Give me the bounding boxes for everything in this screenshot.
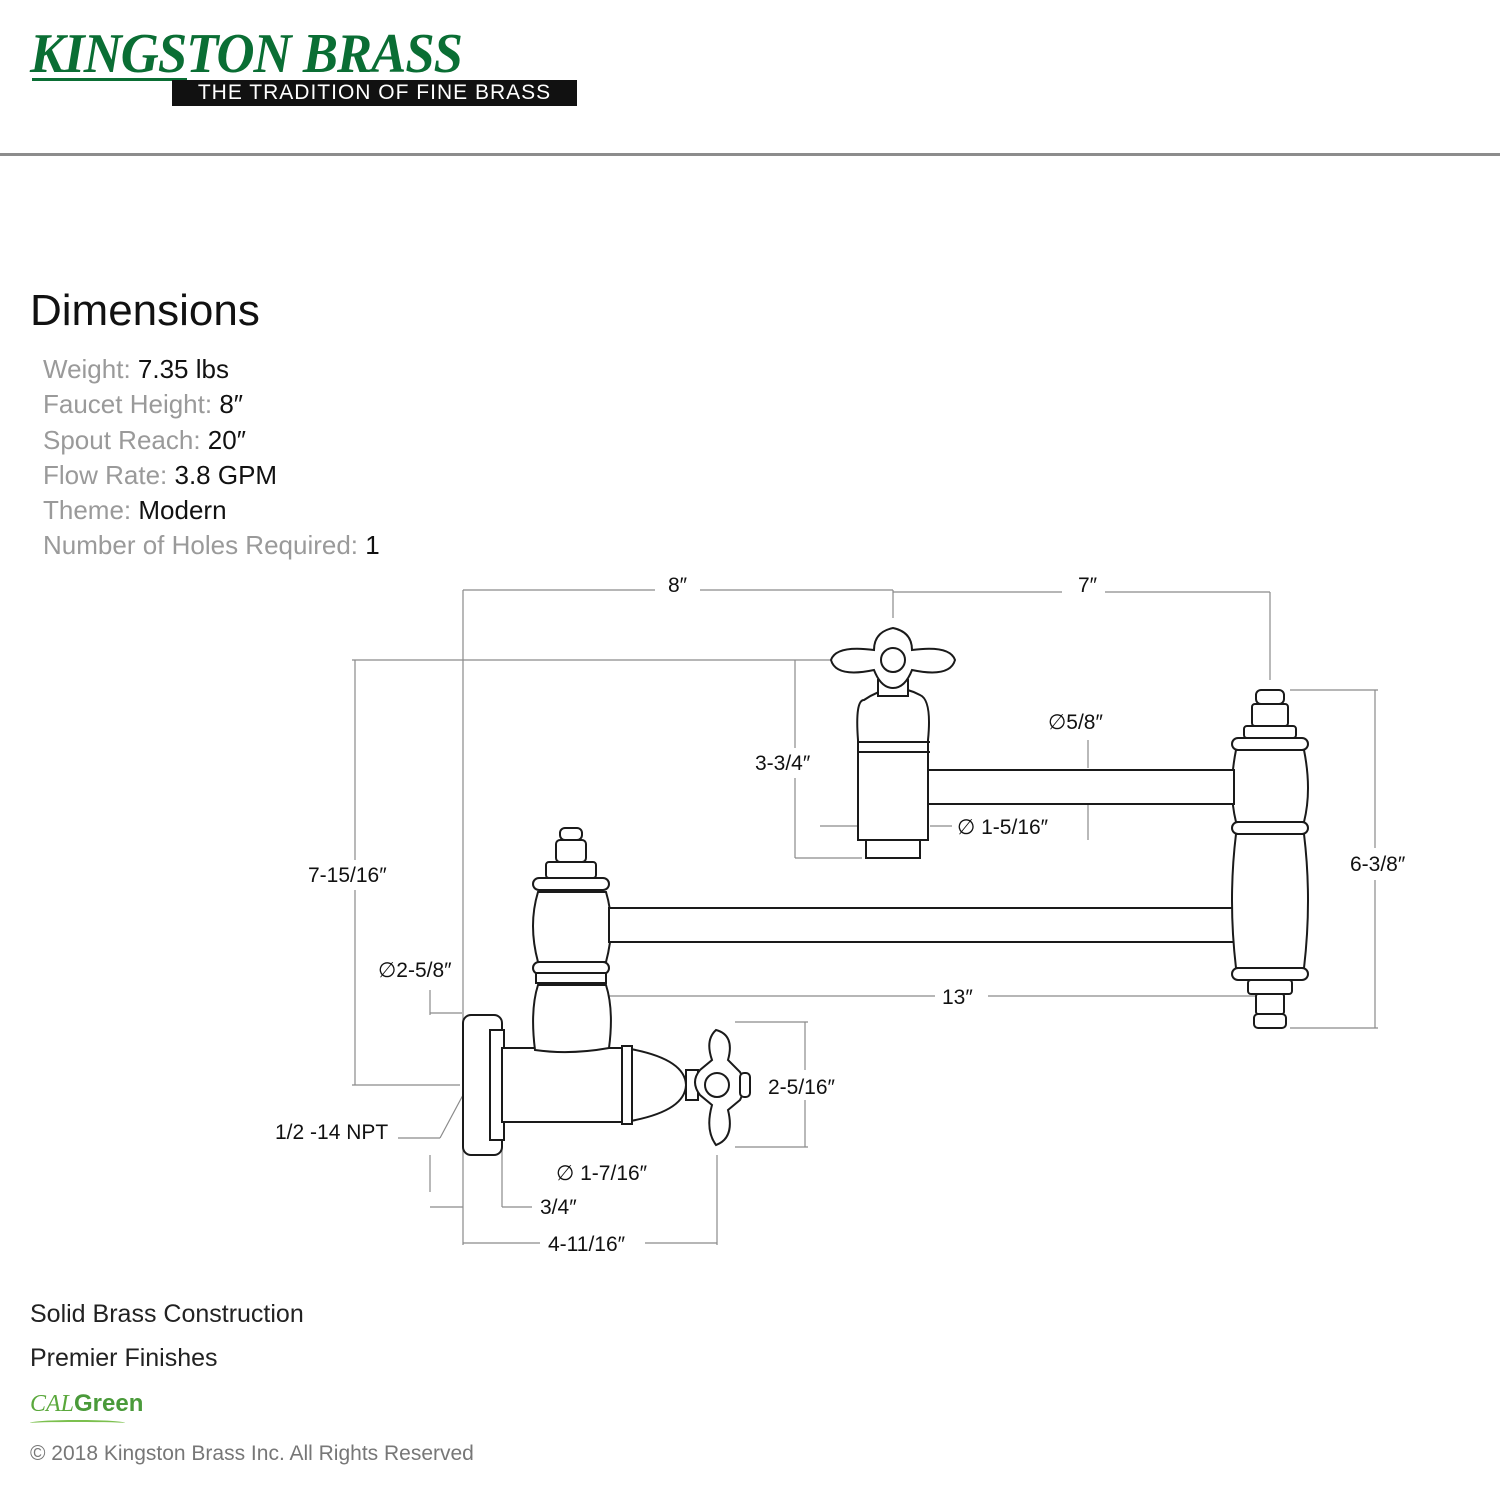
faucet-dimension-drawing: 8″ 7″ ∅5/8″ 3-3/4″ ∅ 1-5/16″ 7-15/16″ 6-… [275,574,1406,1256]
calgreen-logo: CALGreen [30,1390,144,1422]
label-flange-depth: 3/4″ [540,1196,577,1219]
spec-value: 8″ [219,389,243,420]
label-body-diameter: ∅ 1-5/16″ [957,816,1049,839]
feature-solid-brass: Solid Brass Construction [30,1300,304,1328]
label-right-height: 6-3/8″ [1350,853,1406,876]
spec-holes: Number of Holes Required: 1 [43,528,380,563]
calgreen-swoosh [30,1420,125,1426]
label-projection: 4-11/16″ [548,1233,626,1256]
spec-value: 7.35 lbs [137,354,229,384]
spec-weight: Weight: 7.35 lbs [43,352,380,387]
label-valve-diameter: ∅ 1-7/16″ [556,1162,648,1185]
brand-tagline: THE TRADITION OF FINE BRASS [172,80,577,106]
calgreen-green: Green [74,1390,144,1417]
spec-list: Weight: 7.35 lbs Faucet Height: 8″ Spout… [43,352,380,564]
faucet-parts [462,626,1309,1156]
brand-name: KINGSTON BRASS [30,23,463,85]
page-header: KINGSTON BRASS THE TRADITION OF FINE BRA… [0,0,1500,156]
label-handle-height: 3-3/4″ [755,752,811,775]
label-top-right-width: 7″ [1078,574,1098,597]
header-divider [0,153,1500,156]
label-lower-arm: 13″ [942,986,973,1009]
copyright-notice: © 2018 Kingston Brass Inc. All Rights Re… [30,1442,474,1465]
dimension-lines [352,589,1378,1245]
spec-label: Theme: [43,495,139,526]
brand-underline [32,78,187,81]
label-top-left-width: 8″ [668,574,688,597]
spec-spout-reach: Spout Reach: 20″ [43,423,380,458]
label-thread: 1/2 -14 NPT [275,1121,388,1144]
spec-flow-rate: Flow Rate: 3.8 GPM [43,458,380,493]
spec-theme: Theme: Modern [43,493,380,528]
spec-value: 20″ [207,424,246,455]
calgreen-cal: CAL [30,1391,75,1417]
spec-label: Spout Reach: [43,424,208,455]
label-overall-height: 7-15/16″ [308,864,387,887]
dimensions-title: Dimensions [30,286,260,335]
spec-label: Number of Holes Required: [43,530,366,561]
dimension-labels: 8″ 7″ ∅5/8″ 3-3/4″ ∅ 1-5/16″ 7-15/16″ 6-… [275,574,1406,1256]
spec-value: 3.8 GPM [174,459,278,490]
label-cross-handle: 2-5/16″ [768,1076,836,1099]
brand-logo: KINGSTON BRASS THE TRADITION OF FINE BRA… [30,22,577,106]
feature-premier-finishes: Premier Finishes [30,1344,218,1372]
spec-value: 1 [365,530,380,561]
spec-label: Faucet Height: [43,389,220,420]
label-spout-diameter: ∅5/8″ [1048,711,1103,734]
spec-label: Weight: [43,354,138,384]
spec-label: Flow Rate: [43,459,175,490]
spec-faucet-height: Faucet Height: 8″ [43,387,380,422]
label-flange-diameter: ∅2-5/8″ [378,959,452,982]
spec-value: Modern [138,495,227,526]
